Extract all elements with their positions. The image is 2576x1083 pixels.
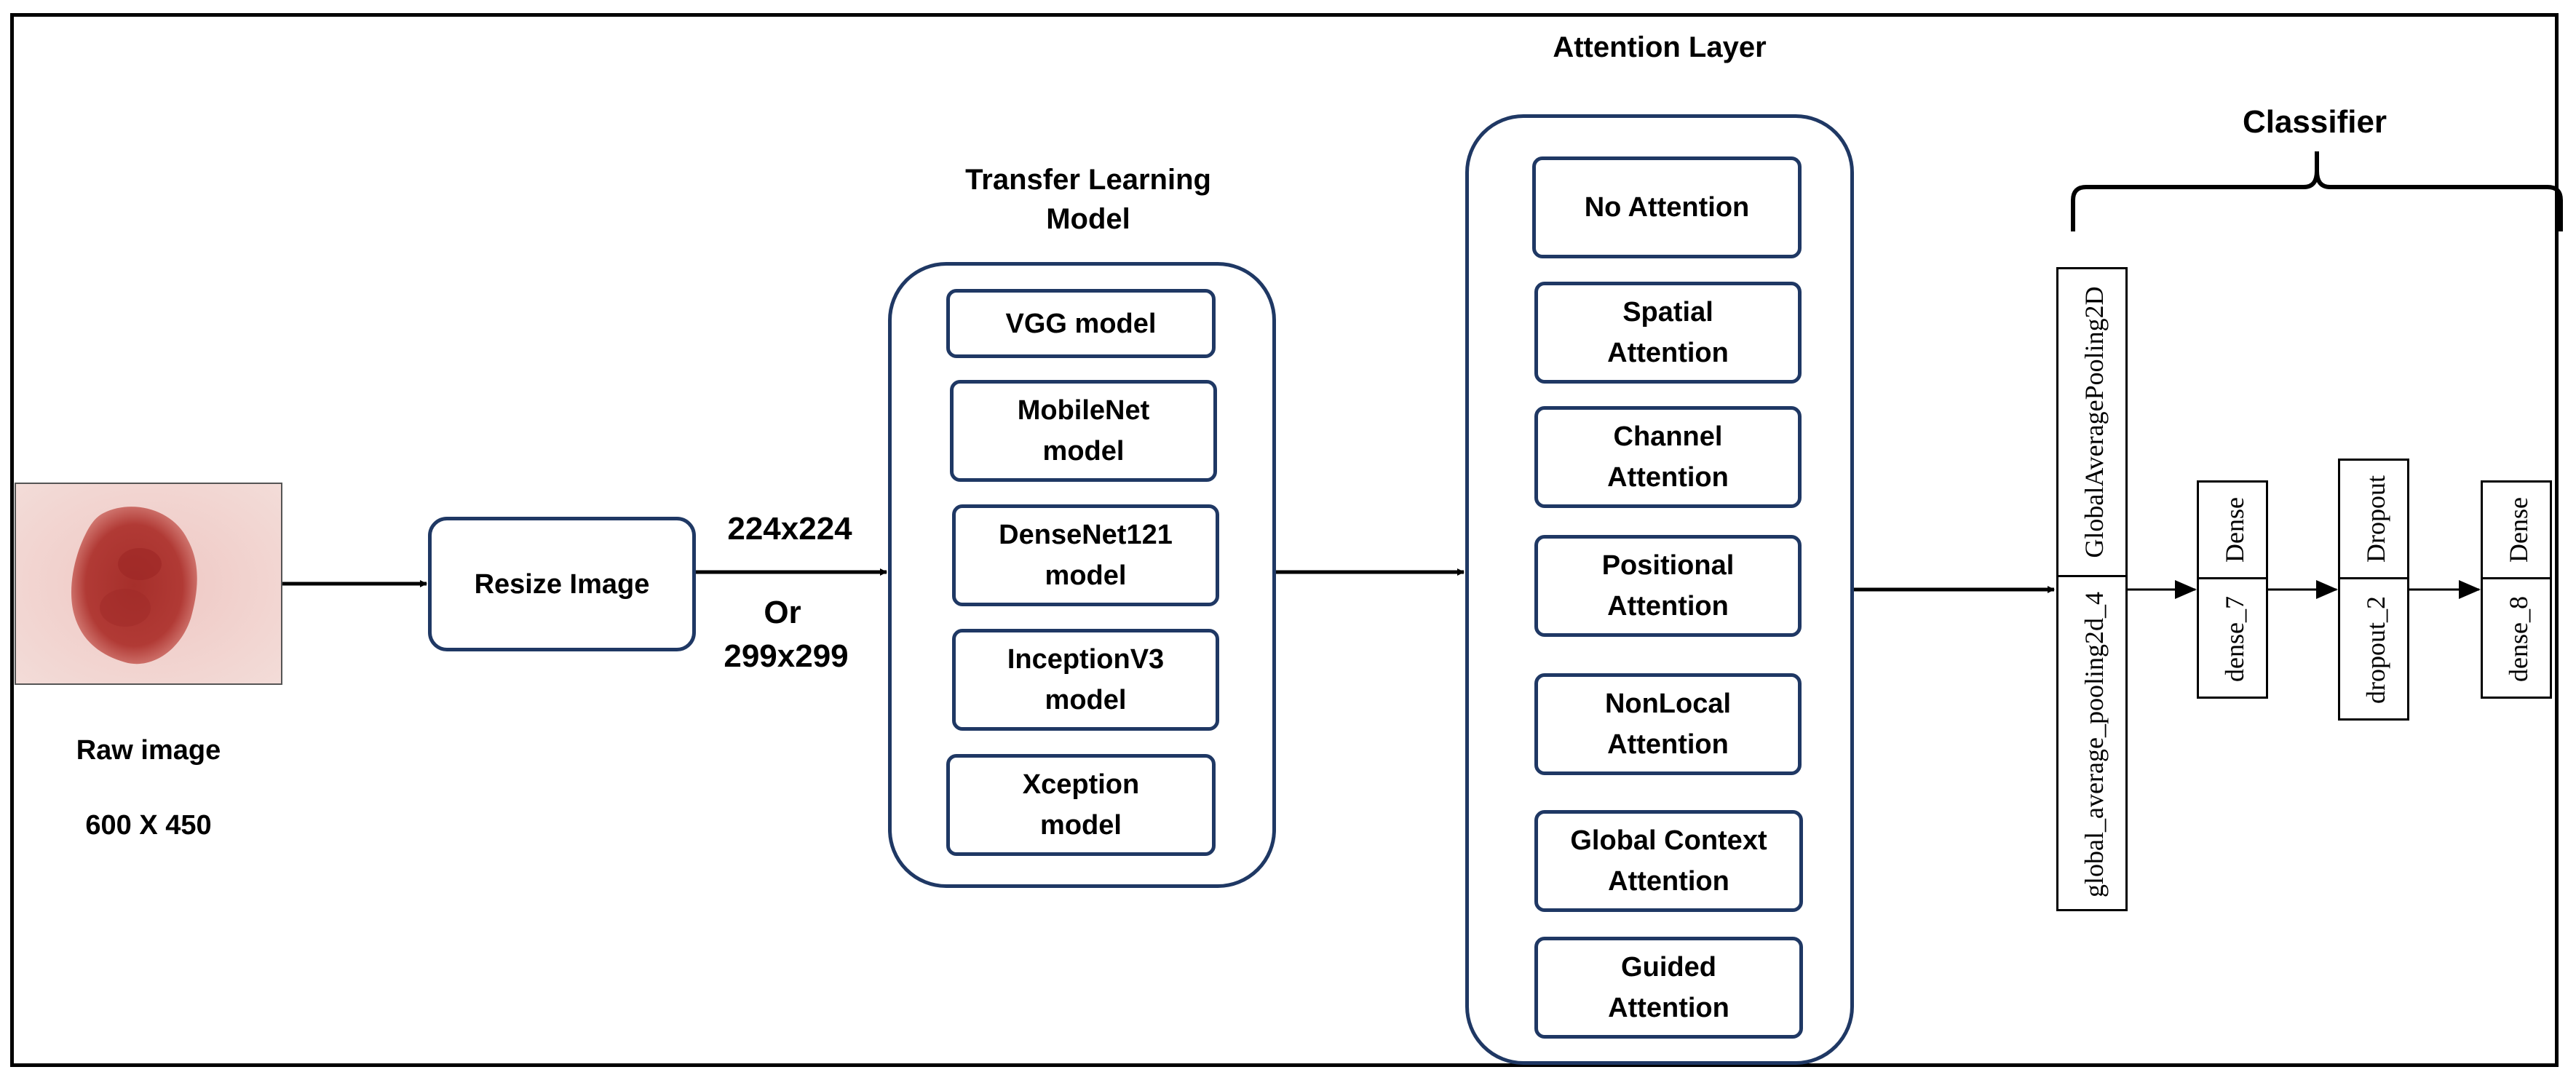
resize-image-box: Resize Image bbox=[428, 517, 696, 651]
layer-dense-7: Dense dense_7 bbox=[2197, 480, 2268, 699]
layer-dropout-2: Dropout dropout_2 bbox=[2338, 459, 2409, 721]
layer-divider bbox=[2340, 577, 2407, 579]
skin-lesion-image bbox=[16, 484, 281, 683]
attention-positional: Positional Attention bbox=[1534, 535, 1802, 637]
model-vgg: VGG model bbox=[946, 289, 1216, 358]
attention-nonlocal: NonLocal Attention bbox=[1534, 673, 1802, 775]
transfer-model-title: Transfer Learning Model bbox=[965, 164, 1211, 235]
attention-spatial: Spatial Attention bbox=[1534, 282, 1802, 384]
raw-image-label-line2: 600 X 450 bbox=[85, 809, 212, 841]
layer-divider bbox=[2058, 575, 2125, 577]
model-xception: Xception model bbox=[946, 754, 1216, 856]
attention-none: No Attention bbox=[1532, 156, 1802, 258]
attention-global-context: Global Context Attention bbox=[1534, 810, 1803, 912]
layer-divider bbox=[2199, 577, 2266, 579]
resize-size-b: 299x299 bbox=[724, 638, 849, 674]
diagram-frame bbox=[10, 13, 2559, 1067]
layer-global-average-pooling: GlobalAveragePooling2D global_average_po… bbox=[2056, 267, 2128, 911]
raw-image-label-line1: Raw image bbox=[76, 735, 221, 766]
raw-image bbox=[15, 483, 282, 685]
attention-channel: Channel Attention bbox=[1534, 406, 1802, 508]
model-densenet121: DenseNet121 model bbox=[952, 504, 1219, 606]
raw-image-label: Raw image 600 X 450 bbox=[15, 695, 282, 881]
attention-guided: Guided Attention bbox=[1534, 937, 1803, 1039]
classifier-title: Classifier bbox=[2242, 104, 2387, 140]
resize-image-label: Resize Image bbox=[474, 568, 650, 600]
classifier-brace bbox=[2071, 151, 2563, 231]
layer-dense-8: Dense dense_8 bbox=[2481, 480, 2552, 699]
attention-layer-title: Attention Layer bbox=[1553, 31, 1767, 63]
resize-size-a: 224x224 bbox=[727, 511, 852, 547]
model-inceptionv3: InceptionV3 model bbox=[952, 629, 1219, 731]
layer-divider bbox=[2483, 577, 2550, 579]
model-mobilenet: MobileNet model bbox=[950, 380, 1217, 482]
resize-size-or: Or bbox=[764, 595, 801, 630]
